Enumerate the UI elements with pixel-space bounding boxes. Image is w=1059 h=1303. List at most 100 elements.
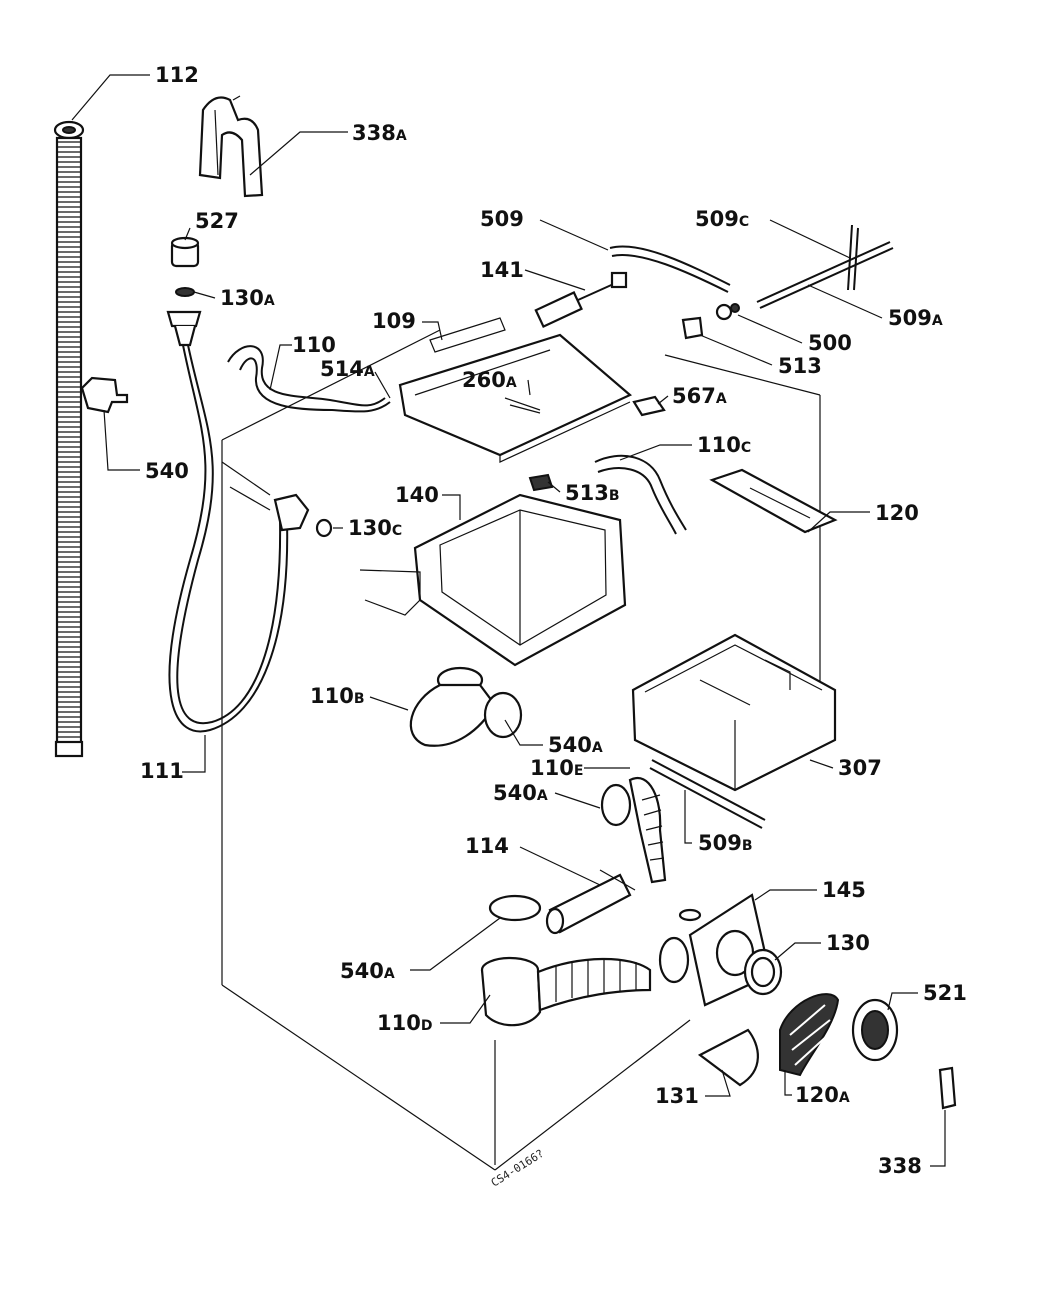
leader-line-p521: [887, 992, 918, 1011]
seal-ring-130-part: [743, 948, 783, 996]
part-number: 567: [672, 384, 716, 408]
hose-110-part: [227, 345, 391, 413]
part-number: 110: [697, 433, 741, 457]
bellows-110e-part: [600, 777, 667, 884]
cover-131-part: [697, 1028, 759, 1087]
leader-line-p567a: [657, 395, 669, 405]
sensor-141-part: [534, 271, 628, 329]
leader-line-p109: [422, 321, 443, 341]
part-label-p540a3: 540A: [340, 959, 395, 983]
part-label-p509a: 509A: [888, 306, 943, 330]
part-suffix: E: [574, 763, 584, 779]
part-number: 114: [465, 834, 509, 858]
part-label-p130a: 130A: [220, 286, 275, 310]
leader-line-p114: [519, 846, 601, 886]
part-label-p145: 145: [822, 878, 866, 902]
washer-130c-part: [315, 518, 333, 538]
part-number: 141: [480, 258, 524, 282]
leader-line-p120: [807, 511, 870, 533]
hose-hook-part: [198, 95, 264, 198]
bellows-110d-part: [480, 956, 652, 1027]
leader-line-p509a: [807, 284, 883, 319]
part-number: 110: [530, 756, 574, 780]
part-number: 338: [878, 1154, 922, 1178]
part-number: 130: [220, 286, 264, 310]
part-label-p338: 338: [878, 1154, 922, 1178]
part-label-p521: 521: [923, 981, 967, 1005]
part-number: 540: [340, 959, 384, 983]
lever-assembly-part: [609, 224, 894, 340]
part-number: 111: [140, 759, 184, 783]
leader-line-p130a: [193, 291, 216, 299]
leader-line-p140: [442, 494, 461, 520]
part-number: 513: [778, 354, 822, 378]
part-suffix: C: [741, 440, 751, 456]
part-suffix: A: [716, 391, 727, 407]
part-suffix: D: [421, 1018, 433, 1034]
inlet-connector-part: [166, 236, 202, 347]
part-number: 509: [888, 306, 932, 330]
part-label-p111: 111: [140, 759, 184, 783]
part-number: 540: [548, 733, 592, 757]
part-number: 338: [352, 121, 396, 145]
part-number: 500: [808, 331, 852, 355]
leader-line-p307: [809, 759, 834, 769]
part-label-p140: 140: [395, 483, 439, 507]
part-label-p260a: 260A: [462, 368, 517, 392]
part-label-p500: 500: [808, 331, 852, 355]
drawer-handle-part: [709, 468, 838, 534]
part-label-p131: 131: [655, 1084, 699, 1108]
hose-110b-part: [409, 666, 523, 747]
clip-338-part: [938, 1066, 957, 1110]
part-suffix: A: [839, 1090, 850, 1106]
part-label-p110c: 110C: [697, 433, 751, 457]
part-label-p141: 141: [480, 258, 524, 282]
part-number: 110: [310, 684, 354, 708]
part-suffix: A: [396, 128, 407, 144]
leader-line-p527: [184, 227, 191, 241]
leader-line-p110: [269, 344, 292, 391]
part-number: 509: [698, 831, 742, 855]
part-suffix: B: [354, 691, 365, 707]
leader-line-p141: [524, 269, 586, 291]
part-number: 527: [195, 209, 239, 233]
part-suffix: A: [264, 293, 275, 309]
part-label-p114: 114: [465, 834, 509, 858]
part-number: 540: [145, 459, 189, 483]
part-label-p109: 109: [372, 309, 416, 333]
part-label-p338a: 338A: [352, 121, 407, 145]
dispenser-cover-part: [398, 317, 633, 463]
part-label-p513b: 513B: [565, 481, 620, 505]
part-number: 130: [826, 931, 870, 955]
leader-line-p260a: [527, 379, 531, 396]
leader-line-p145: [754, 889, 817, 901]
part-label-p120a: 120A: [795, 1083, 850, 1107]
part-suffix: C: [392, 523, 402, 539]
part-number: 110: [377, 1011, 421, 1035]
part-suffix: B: [609, 488, 620, 504]
part-label-p110e: 110E: [530, 756, 583, 780]
leader-line-p130: [774, 942, 821, 961]
leader-line-p338: [930, 1110, 946, 1167]
leader-line-p110c: [619, 444, 692, 461]
part-label-p130: 130: [826, 931, 870, 955]
part-number: 140: [395, 483, 439, 507]
cabinet-outline: [221, 329, 821, 1171]
part-number: 307: [838, 756, 882, 780]
part-label-p509: 509: [480, 207, 524, 231]
part-number: 521: [923, 981, 967, 1005]
part-number: 145: [822, 878, 866, 902]
part-label-p527: 527: [195, 209, 239, 233]
leader-lines: [71, 74, 946, 1167]
part-number: 514: [320, 357, 364, 381]
part-number: 120: [795, 1083, 839, 1107]
leader-line-p112: [71, 74, 150, 121]
part-number: 120: [875, 501, 919, 525]
part-label-p307: 307: [838, 756, 882, 780]
clip-567a-part: [632, 395, 666, 417]
corrugated-hose-part: [53, 120, 85, 758]
leader-line-p540a2: [554, 792, 601, 809]
leader-line-p513: [699, 334, 773, 366]
part-label-p110b: 110B: [310, 684, 365, 708]
